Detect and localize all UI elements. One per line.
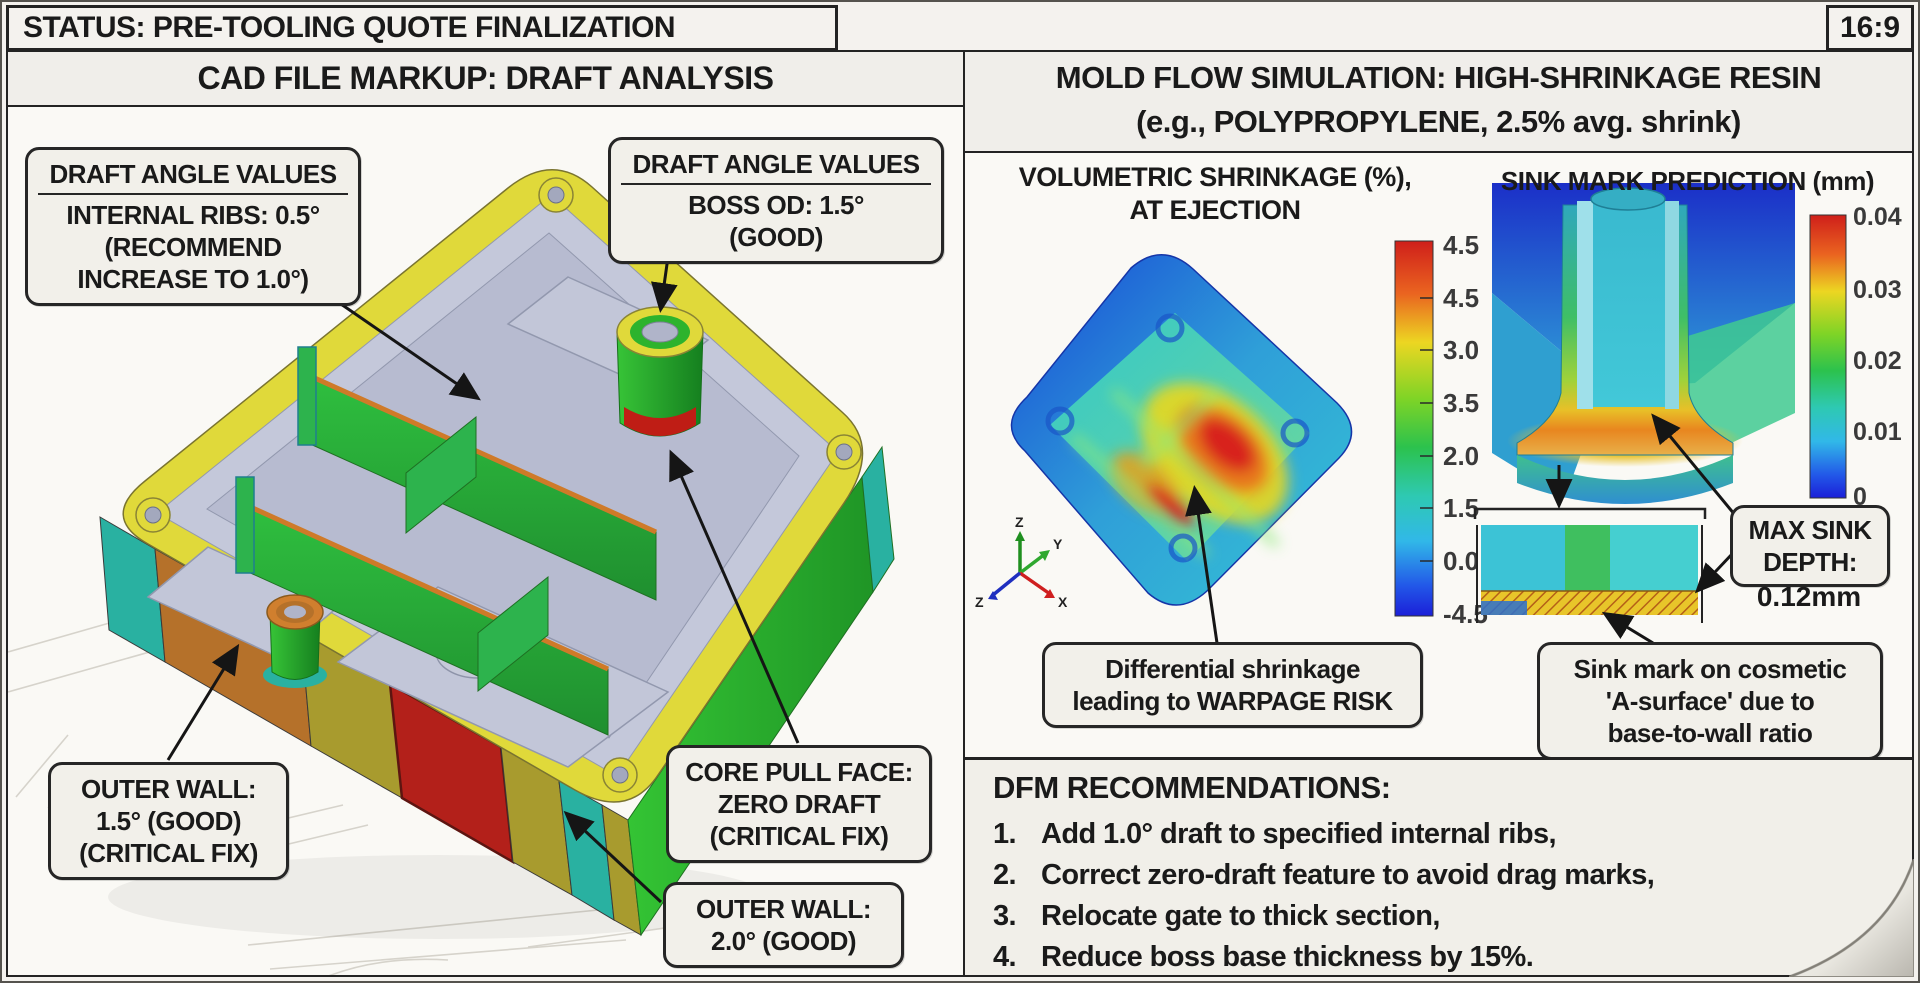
sink-colorbar: 0.04 0.03 0.02 0.01 0: [1809, 203, 1902, 511]
page-curl: [1789, 859, 1914, 977]
dfm-recommendations: DFM RECOMMENDATIONS: 1. Add 1.0° draft t…: [965, 757, 1914, 978]
dfm-item-1-text: Add 1.0° draft to specified internal rib…: [1041, 818, 1557, 850]
sink-cb-label-0: 0.04: [1853, 203, 1902, 231]
shrinkage-title-line2: AT EJECTION: [1129, 195, 1301, 225]
callout-sink-mark-line1: Sink mark on cosmetic: [1573, 654, 1847, 684]
shrinkage-cb-label-6: 0.0: [1443, 546, 1479, 576]
internal-ribs: [235, 346, 658, 736]
dfm-item-1-num: 1.: [993, 818, 1017, 850]
shrinkage-title-line1: VOLUMETRIC SHRINKAGE (%),: [1018, 162, 1412, 192]
callout-boss-od-title: DRAFT ANGLE VALUES: [621, 148, 931, 185]
callout-outer-wall-15-line3: (CRITICAL FIX): [79, 838, 258, 868]
shrinkage-cb-label-2: 3.0: [1443, 335, 1479, 365]
simulation-graphics: Z Y X Z 4.5 4.5 3.0 3.5: [975, 183, 1902, 645]
axis-z2-label: Z: [975, 594, 984, 610]
axis-triad: Z Y X Z: [975, 514, 1068, 610]
dfm-item-4-num: 4.: [993, 941, 1017, 973]
dfm-item-2-text: Correct zero-draft feature to avoid drag…: [1041, 859, 1655, 891]
callout-outer-wall-20: OUTER WALL: 2.0° (GOOD): [663, 882, 904, 968]
callout-outer-wall-20-line2: 2.0° (GOOD): [710, 926, 857, 956]
callout-warpage: Differential shrinkage leading to WARPAG…: [1042, 642, 1423, 728]
callout-internal-ribs-line2: (RECOMMEND: [104, 232, 283, 262]
shrinkage-cb-label-5: 1.5: [1443, 493, 1479, 523]
dfm-item-2: 2. Correct zero-draft feature to avoid d…: [993, 855, 1912, 896]
max-sink-value: 0.12mm: [1756, 581, 1862, 612]
callout-warpage-line1: Differential shrinkage: [1105, 654, 1360, 684]
mold-flow-panel: MOLD FLOW SIMULATION: HIGH-SHRINKAGE RES…: [963, 50, 1914, 977]
shrinkage-cb-label-3: 3.5: [1443, 388, 1479, 418]
sink-title: SINK MARK PREDICTION (mm): [1500, 166, 1875, 196]
sim-arrows: [1185, 413, 1737, 645]
sink-inset: [1473, 507, 1707, 623]
callout-core-pull-line1: CORE PULL FACE:: [685, 757, 913, 787]
callout-sink-mark-line3: base-to-wall ratio: [1607, 718, 1813, 748]
shrinkage-cb-label-0: 4.5: [1443, 230, 1479, 260]
dfm-item-4: 4. Reduce boss base thickness by 15%.: [993, 937, 1912, 978]
shrinkage-title: VOLUMETRIC SHRINKAGE (%), AT EJECTION: [980, 161, 1450, 227]
callout-internal-ribs-title: DRAFT ANGLE VALUES: [38, 158, 348, 195]
status-title: STATUS: PRE-TOOLING QUOTE FINALIZATION: [23, 11, 676, 44]
callout-sink-mark-line2: 'A-surface' due to: [1605, 686, 1815, 716]
callout-max-sink-line2: DEPTH:: [1763, 547, 1857, 577]
callout-warpage-line2: leading to WARPAGE RISK: [1072, 686, 1393, 716]
sink-cb-label-2: 0.02: [1853, 347, 1902, 375]
callout-core-pull: CORE PULL FACE: ZERO DRAFT (CRITICAL FIX…: [666, 745, 932, 863]
shrinkage-colorbar: 4.5 4.5 3.0 3.5 2.0 1.5 0.0 -4.5: [1394, 230, 1488, 629]
callout-outer-wall-15: OUTER WALL: 1.5° (GOOD) (CRITICAL FIX): [48, 762, 289, 880]
mold-flow-header: MOLD FLOW SIMULATION: HIGH-SHRINKAGE RES…: [965, 52, 1912, 153]
shrinkage-cb-label-4: 2.0: [1443, 441, 1479, 471]
callout-core-pull-line3: (CRITICAL FIX): [709, 821, 889, 851]
sink-cb-label-3: 0.01: [1853, 418, 1902, 446]
callout-boss-od-line2: (GOOD): [729, 222, 823, 252]
dfm-item-1: 1. Add 1.0° draft to specified internal …: [993, 814, 1912, 855]
dfm-item-3-num: 3.: [993, 900, 1017, 932]
corner-bosses: [135, 177, 862, 793]
axis-x-label: X: [1058, 594, 1068, 610]
callout-arrows: [166, 256, 800, 904]
axis-y-label: Y: [1053, 536, 1063, 552]
shrinkage-cb-label-7: -4.5: [1443, 599, 1488, 629]
aspect-ratio-label: 16:9: [1839, 11, 1901, 44]
dfm-item-3: 3. Relocate gate to thick section,: [993, 896, 1912, 937]
sink-cb-label-4: 0: [1853, 483, 1867, 511]
callout-boss-od-line1: BOSS OD: 1.5°: [688, 190, 864, 220]
callout-sink-mark: Sink mark on cosmetic 'A-surface' due to…: [1537, 642, 1883, 760]
dfm-item-3-text: Relocate gate to thick section,: [1041, 900, 1440, 932]
callout-internal-ribs: DRAFT ANGLE VALUES INTERNAL RIBS: 0.5° (…: [25, 147, 361, 306]
callout-outer-wall-15-line2: 1.5° (GOOD): [95, 806, 242, 836]
sink-model: [1492, 183, 1795, 504]
callout-boss-od: DRAFT ANGLE VALUES BOSS OD: 1.5° (GOOD): [608, 137, 944, 264]
status-bar: STATUS: PRE-TOOLING QUOTE FINALIZATION: [6, 5, 838, 51]
dfm-item-4-text: Reduce boss base thickness by 15%.: [1041, 941, 1534, 973]
cad-canvas: DRAFT ANGLE VALUES INTERNAL RIBS: 0.5° (…: [8, 107, 963, 975]
mold-flow-header-line1: MOLD FLOW SIMULATION: HIGH-SHRINKAGE RES…: [1055, 60, 1822, 95]
callout-max-sink: MAX SINK DEPTH:: [1730, 505, 1890, 587]
axis-z-label: Z: [1015, 514, 1024, 530]
aspect-ratio-badge: 16:9: [1826, 5, 1914, 51]
simulation-area: Z Y X Z 4.5 4.5 3.0 3.5: [965, 153, 1912, 761]
callout-internal-ribs-line3: INCREASE TO 1.0°): [77, 264, 309, 294]
callout-internal-ribs-line1: INTERNAL RIBS: 0.5°: [66, 200, 320, 230]
cad-markup-panel: CAD FILE MARKUP: DRAFT ANALYSIS: [6, 50, 965, 977]
cad-panel-header: CAD FILE MARKUP: DRAFT ANALYSIS: [8, 52, 963, 107]
sink-cb-label-1: 0.03: [1853, 276, 1902, 304]
callout-outer-wall-15-line1: OUTER WALL:: [80, 774, 257, 804]
boss-right: [616, 306, 704, 437]
dfm-title: DFM RECOMMENDATIONS:: [993, 770, 1391, 805]
boss-left: [263, 594, 327, 688]
mold-flow-header-line2: (e.g., POLYPROPYLENE, 2.5% avg. shrink): [1136, 104, 1741, 139]
dfm-item-2-num: 2.: [993, 859, 1017, 891]
callout-max-sink-line1: MAX SINK: [1748, 515, 1872, 545]
callout-outer-wall-20-line1: OUTER WALL:: [695, 894, 872, 924]
shrinkage-cb-label-1: 4.5: [1443, 283, 1479, 313]
shrinkage-model: [1010, 254, 1353, 606]
callout-core-pull-line2: ZERO DRAFT: [717, 789, 881, 819]
